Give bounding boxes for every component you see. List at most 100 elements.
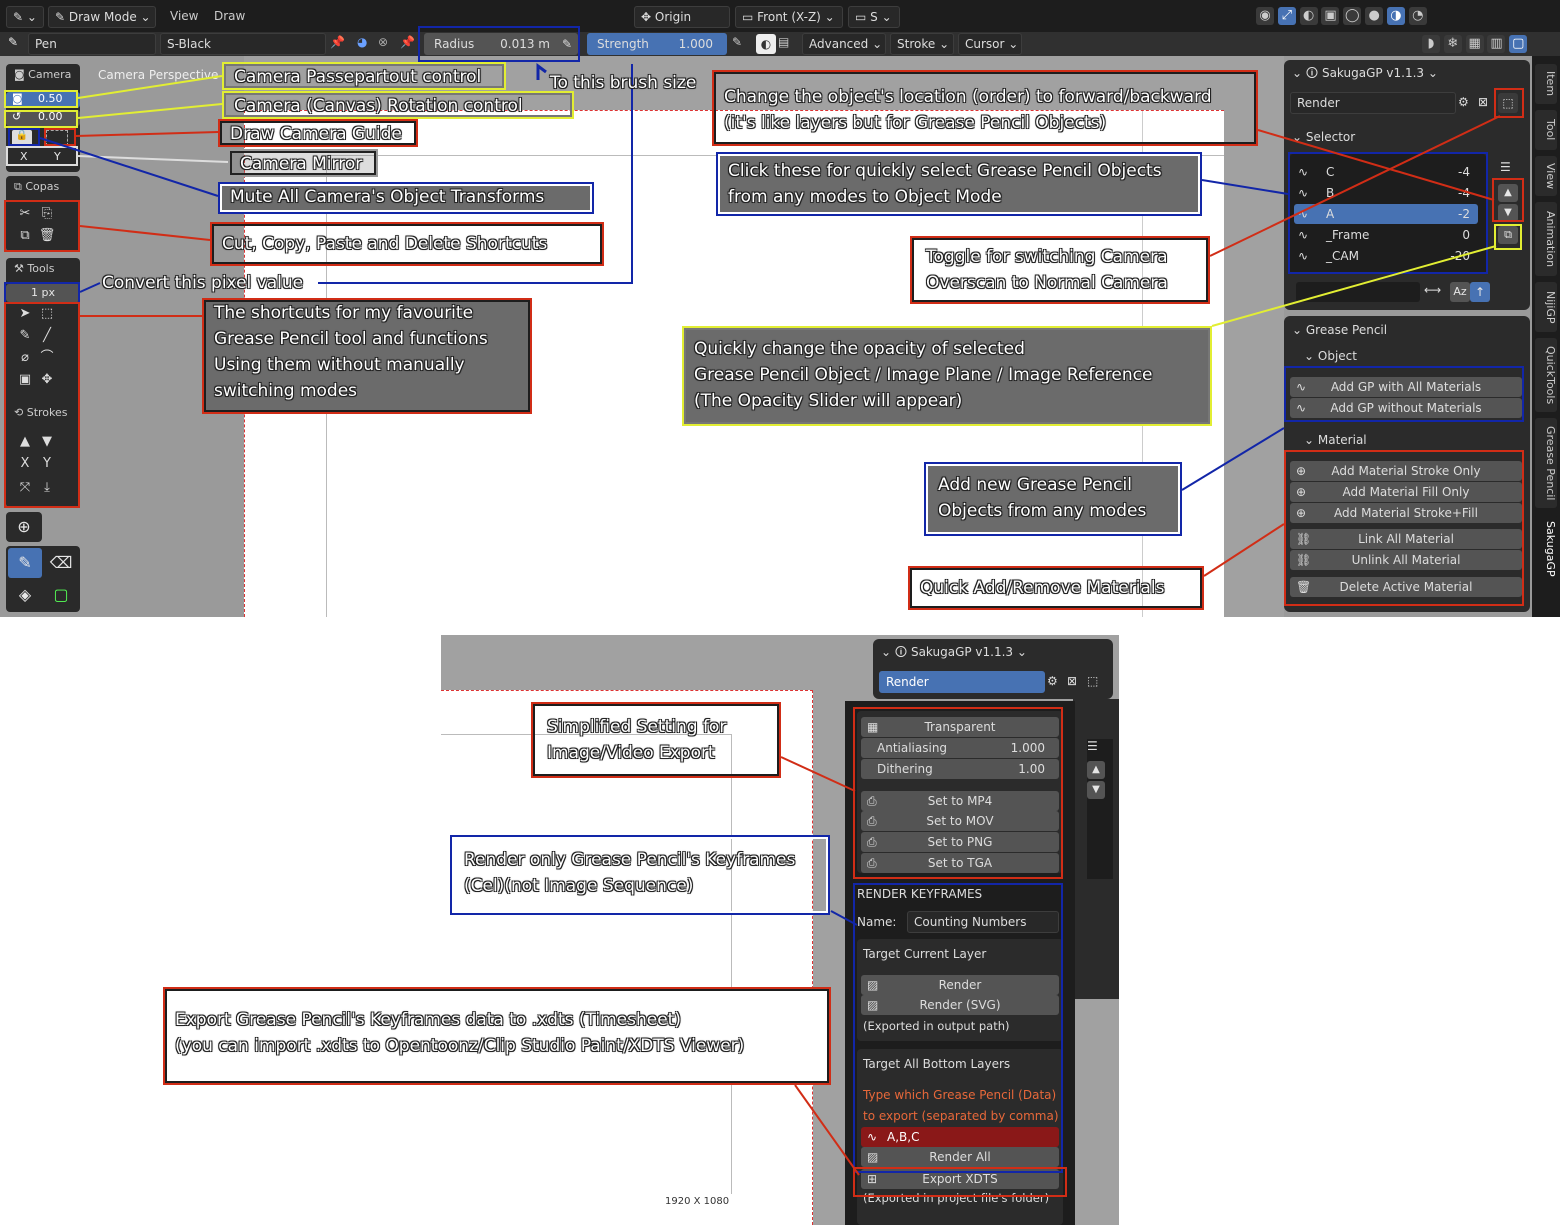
sort-direction-icon[interactable]: ↑ (1470, 282, 1490, 302)
name-dropdown[interactable]: Counting Numbers (907, 911, 1059, 933)
tab-nijigp[interactable]: NijiGP (1535, 282, 1557, 332)
lock-icon[interactable]: 🔒 (12, 130, 32, 146)
snowflake-icon[interactable]: ❄ (1443, 35, 1462, 53)
mirror-y-button[interactable]: Y (54, 150, 61, 163)
cursor-tool-icon[interactable]: ⊕ (6, 512, 42, 542)
passepartout-slider[interactable]: ◙0.50 (6, 92, 80, 108)
gp-header[interactable]: ⌄ Grease Pencil (1292, 323, 1388, 337)
strokes-y-button[interactable]: Y (43, 456, 51, 471)
tab-grease-pencil[interactable]: Grease Pencil (1535, 418, 1557, 508)
mode-dropdown[interactable]: ✎ Draw Mode ⌄ (48, 6, 156, 28)
arrow-down-icon[interactable]: ▼ (42, 434, 52, 449)
pixel-value-field[interactable]: 1 px (6, 284, 80, 302)
transparent-button[interactable]: ▦Transparent (861, 717, 1059, 737)
delete-icon[interactable]: 🗑 (38, 228, 56, 243)
move-up-icon[interactable]: ▲ (1498, 184, 1518, 202)
opacity-toggle-icon[interactable]: ⧉ (1498, 226, 1518, 244)
mute-icon[interactable]: ⊠ (1067, 674, 1078, 688)
list-item[interactable]: ∿ B-4 (1298, 183, 1478, 203)
select-icon[interactable]: ➤ (19, 306, 31, 321)
material-preview-icon[interactable]: ◑ (1386, 7, 1405, 25)
move-up-icon[interactable]: ▲ (1087, 761, 1105, 779)
axis-dropdown[interactable]: ▭ S ⌄ (848, 6, 900, 28)
link-all-button[interactable]: ⛓Link All Material (1290, 529, 1522, 549)
box-tool-icon[interactable]: ▢ (53, 585, 69, 604)
copy-icon[interactable]: ⧉ (20, 228, 30, 243)
panel-header-2[interactable]: ⌄ 🛈 SakugaGP v1.1.3 ⌄ (881, 645, 1027, 659)
export-xdts-button[interactable]: ⊞Export XDTS (861, 1169, 1059, 1189)
tab-sakugagp[interactable]: SakugaGP (1535, 514, 1557, 584)
menu-view[interactable]: View (170, 9, 199, 23)
material-dropdown[interactable]: S-Black (160, 33, 326, 55)
pressure-icon[interactable]: ✎ (561, 37, 572, 51)
add-gp-all-button[interactable]: ∿Add GP with All Materials (1290, 377, 1522, 397)
render-button[interactable]: ▨Render (861, 975, 1059, 995)
set-tga-button[interactable]: ⎙Set to TGA (861, 853, 1059, 873)
cap-icon[interactable]: ◐ (756, 34, 776, 54)
pivot-tool-icon[interactable]: ⤓ (44, 480, 50, 495)
tab-quicktools[interactable]: QuickTools (1535, 338, 1557, 412)
rotation-slider[interactable]: ↺0.00 (6, 110, 80, 126)
eraser-tool-icon[interactable]: ⌫ (49, 553, 73, 572)
mirror-x-button[interactable]: X (20, 150, 28, 163)
tab-view[interactable]: View (1535, 156, 1557, 196)
add-fill-button[interactable]: ⊕Add Material Fill Only (1290, 482, 1522, 502)
menu-draw[interactable]: Draw (214, 9, 246, 23)
tab-tool[interactable]: Tool (1535, 110, 1557, 150)
panel-header[interactable]: ⌄ 🛈 SakugaGP v1.1.3 ⌄ (1292, 66, 1438, 80)
list-menu-icon[interactable]: ☰ (1087, 739, 1098, 753)
transform-icon[interactable]: ⤧ (19, 480, 31, 495)
render-dropdown-2[interactable]: Render (879, 671, 1045, 693)
cursor-dropdown[interactable]: Cursor ⌄ (958, 33, 1022, 55)
vertex-paint-icon[interactable]: ⊗ (378, 35, 389, 49)
paste-icon[interactable]: ⎘ (41, 206, 53, 221)
object-header[interactable]: ⌄ Object (1304, 349, 1357, 363)
tab-item[interactable]: Item (1535, 64, 1557, 104)
add-stroke-button[interactable]: ⊕Add Material Stroke Only (1290, 461, 1522, 481)
advanced-dropdown[interactable]: Advanced ⌄ (802, 33, 886, 55)
render-svg-button[interactable]: ▨Render (SVG) (861, 995, 1059, 1015)
tab-animation[interactable]: Animation (1535, 202, 1557, 276)
selector-header[interactable]: ⌄ Selector (1292, 130, 1356, 144)
material-header[interactable]: ⌄ Material (1304, 433, 1367, 447)
arrow-up-icon[interactable]: ▲ (20, 434, 30, 449)
curve-icon[interactable]: ⌒ (40, 350, 54, 365)
filter-input[interactable] (1296, 282, 1420, 302)
set-png-button[interactable]: ⎙Set to PNG (861, 832, 1059, 852)
xray-icon[interactable]: ▣ (1321, 7, 1340, 25)
render-dropdown[interactable]: Render (1290, 92, 1456, 114)
render-all-button[interactable]: ▨Render All (861, 1147, 1059, 1167)
gear-icon[interactable]: ⚙ (1047, 674, 1058, 688)
list-item[interactable]: ∿ C-4 (1298, 162, 1478, 182)
editor-type-button[interactable]: ✎ ⌄ (6, 6, 44, 28)
pin-icon[interactable]: 📌 (330, 35, 345, 49)
draw-tool-icon[interactable]: ✎ (8, 548, 42, 578)
add-both-button[interactable]: ⊕Add Material Stroke+Fill (1290, 503, 1522, 523)
pin-icon-2[interactable]: 📌 (400, 35, 415, 49)
camera-view-icon[interactable]: ▥ (1487, 35, 1506, 53)
pivot-dropdown[interactable]: ✥ Origin (634, 6, 730, 28)
erase-icon[interactable]: ⌀ (21, 350, 29, 365)
move-down-icon[interactable]: ▼ (1087, 781, 1105, 799)
cut-icon[interactable]: ✂ (19, 206, 31, 221)
color-mode-icon[interactable]: ◕ (357, 35, 368, 49)
onion-icon[interactable]: ◗ (1422, 35, 1440, 53)
stroke-dropdown[interactable]: Stroke ⌄ (890, 33, 954, 55)
settings-icon[interactable]: ▤ (778, 35, 790, 49)
visibility-icon[interactable]: ◉ (1256, 7, 1274, 25)
line-icon[interactable]: ╱ (43, 328, 51, 343)
fill-icon[interactable]: ▣ (18, 372, 32, 387)
list-item-active[interactable]: ∿ A-2 (1294, 204, 1478, 224)
gear-icon[interactable]: ⚙ (1458, 95, 1469, 109)
delete-material-button[interactable]: 🗑Delete Active Material (1290, 577, 1522, 597)
overlay-icon[interactable]: ◐ (1299, 7, 1318, 25)
brush-dropdown[interactable]: Pen (28, 33, 156, 55)
gizmo-icon[interactable]: ⤢ (1277, 7, 1296, 25)
view-dropdown[interactable]: ▭ Front (X-Z) ⌄ (735, 6, 843, 28)
strokes-x-button[interactable]: X (20, 456, 30, 471)
